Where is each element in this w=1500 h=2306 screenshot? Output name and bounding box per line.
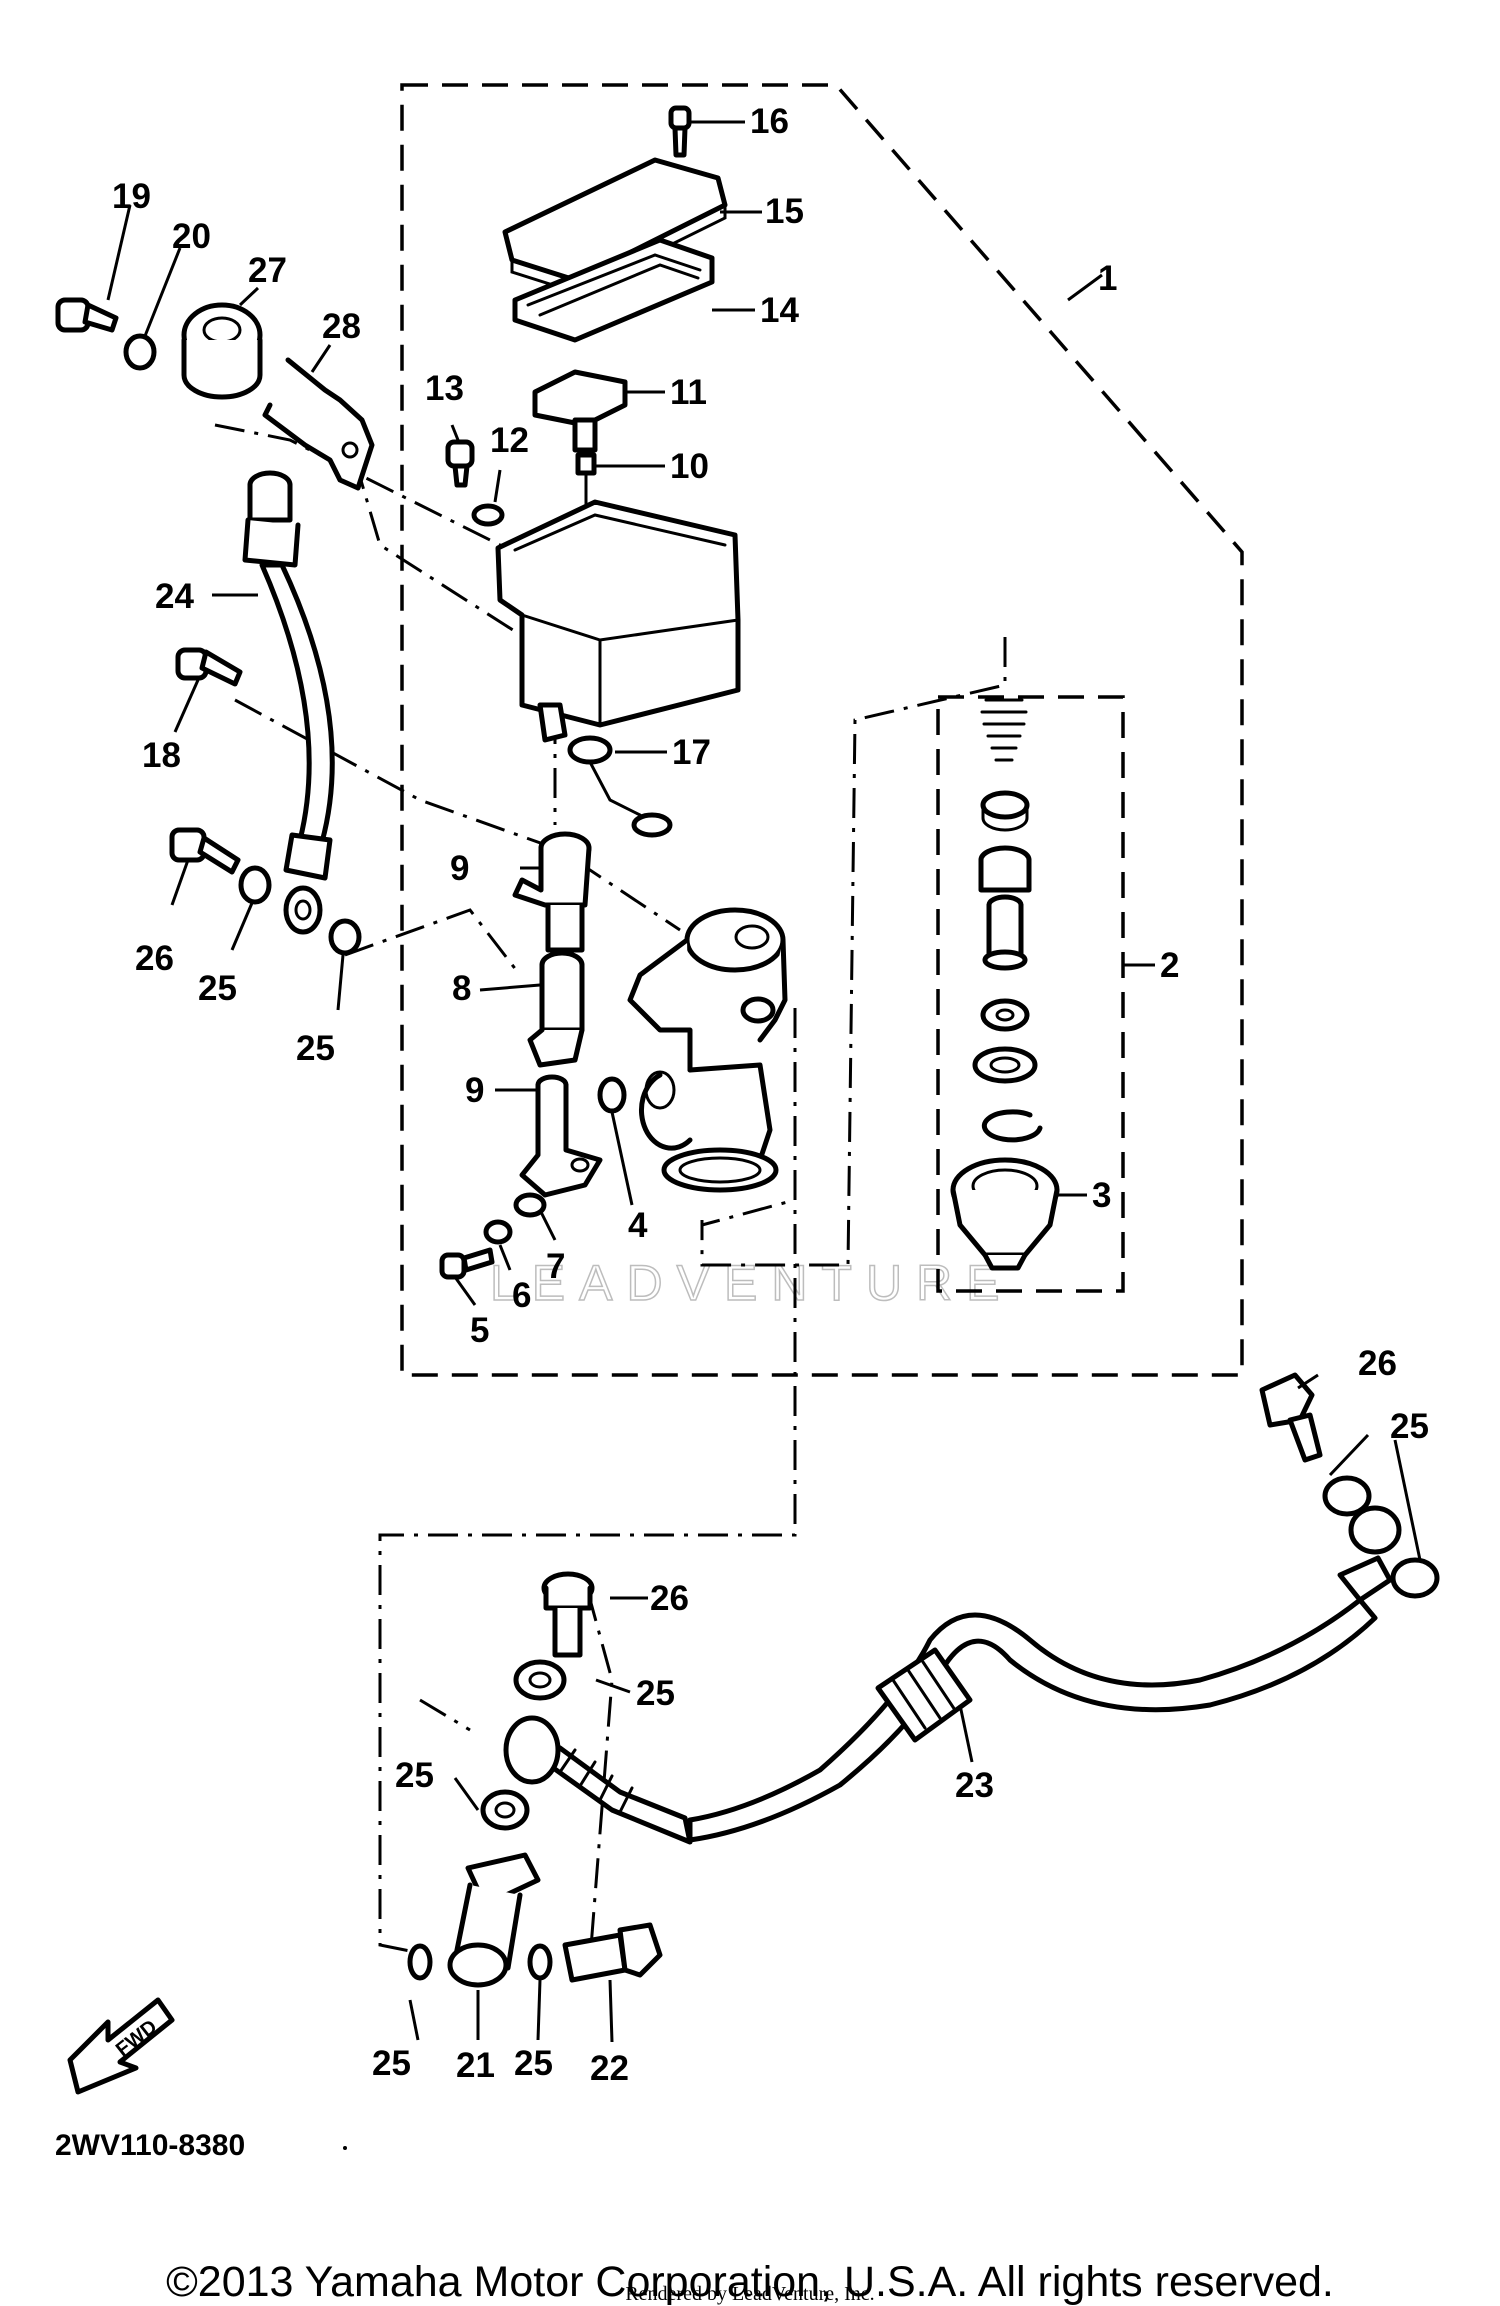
part-washer-6 [483,1219,513,1245]
callout-24: 24 [155,577,194,616]
callout-11: 11 [670,373,707,412]
diagram-code: 2WV110-8380 [55,2129,245,2162]
callout-3: 3 [1092,1176,1111,1215]
callout-26-right: 26 [1358,1344,1397,1383]
callout-25-mid-lower: 25 [395,1756,434,1795]
part-bolt-18 [175,647,243,687]
part-washer-25-left [238,865,272,905]
part-washer-7 [513,1192,547,1218]
part-screw-16 [668,105,692,158]
callout-20: 20 [172,217,211,256]
part-bolt-26-left [169,827,241,875]
callout-12: 12 [490,421,529,460]
leader-lines [106,120,1422,2043]
copyright-text: ©2013 Yamaha Motor Corporation, U.S.A. A… [166,2258,1334,2306]
callout-7: 7 [546,1247,565,1286]
part-piston [978,845,1032,971]
callout-27: 27 [248,251,287,290]
part-banjo-9-upper [512,831,592,953]
callout-14: 14 [760,291,799,330]
part-bolt-19 [55,297,119,333]
part-hose-23 [503,1555,1393,1845]
callout-26-mid: 26 [650,1579,689,1618]
part-washer-25-mid [513,1659,567,1701]
part-oring-4 [597,1076,627,1114]
assembly-1-outline [400,83,1244,1377]
part-banjo-9-lower [519,1074,603,1198]
callout-19: 19 [112,177,151,216]
fwd-arrow-icon: FWD [67,1997,175,2095]
callout-6: 6 [512,1276,531,1315]
callout-16: 16 [750,102,789,141]
callout-26-left: 26 [135,939,174,978]
part-clamp-17 [567,735,673,838]
part-washers-25-right [1322,1475,1440,1599]
part-cup-lower [980,998,1030,1032]
part-reservoir [495,499,741,743]
callout-8: 8 [452,969,471,1008]
rendered-by-text: Rendered by LeadVenture, Inc. [625,2283,875,2305]
part-boot-3 [950,1157,1060,1271]
callout-2: 2 [1160,946,1179,985]
callout-15: 15 [765,192,804,231]
callout-18: 18 [142,736,181,775]
part-washer-25-mid-lower [480,1789,530,1831]
part-bolt-26-right [1259,1372,1323,1463]
part-union-21 [447,1852,541,1988]
callout-25-mid: 25 [636,1674,675,1713]
part-washer-20 [123,333,157,371]
part-plate-11 [532,369,628,453]
part-union-bolt-8 [527,950,585,1068]
part-bolt-26-mid [541,1571,595,1658]
part-bolt-22 [562,1922,663,1983]
stray-dot [343,2146,347,2150]
part-screw-5 [439,1247,495,1280]
callout-1: 1 [1098,259,1117,298]
watermark: LEADVENTURE [490,1255,1014,1311]
part-spring [980,698,1028,762]
callout-22: 22 [590,2049,629,2088]
part-washer-25-bottom-right [527,1943,553,1981]
callout-25-left: 25 [198,969,237,1008]
callout-13: 13 [425,369,464,408]
part-cup-upper [980,790,1030,832]
part-master-cylinder [627,907,788,1193]
callout-5: 5 [470,1311,489,1350]
part-grommet-27 [181,302,263,400]
callout-21: 21 [456,2046,495,2085]
part-washer-12 [471,503,505,527]
part-screw-13 [445,439,475,488]
callout-9-upper: 9 [450,849,469,888]
part-washer-25-bottom-left [407,1943,433,1981]
callout-25-bottom-left: 25 [372,2044,411,2083]
part-diaphragm-14 [512,237,715,343]
part-washer [972,1046,1038,1084]
callout-9-lower: 9 [465,1071,484,1110]
callout-4: 4 [628,1206,648,1245]
part-washer-25-lower-left [328,918,362,956]
callout-17: 17 [672,733,711,772]
assembly-2-outline [936,695,1125,1293]
part-hose-24 [242,470,335,935]
part-circlip [981,1109,1043,1143]
callout-25-bottom-right: 25 [514,2044,553,2083]
part-bracket-28 [262,357,375,491]
callout-10: 10 [670,447,709,486]
callout-25-right: 25 [1390,1407,1429,1446]
callout-25-lower-left: 25 [296,1029,335,1068]
callout-28: 28 [322,307,361,346]
callout-23: 23 [955,1766,994,1805]
